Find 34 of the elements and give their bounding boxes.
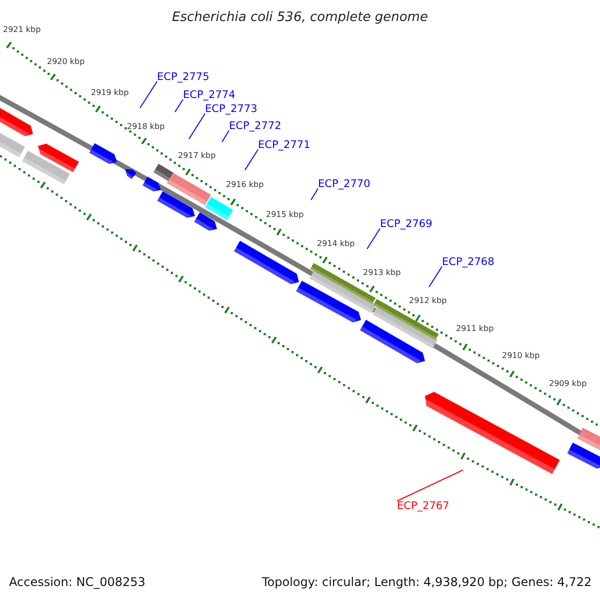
footer-text: Topology: circular; Length: 4,938,920 bp; Genes: 4,722 bbox=[262, 576, 592, 588]
scale-label: 2912 kbp bbox=[409, 297, 447, 305]
scale-label: 2910 kbp bbox=[502, 352, 540, 360]
gene-label: ECP_2769 bbox=[380, 219, 432, 230]
title: Escherichia coli 536, complete genome bbox=[171, 11, 429, 24]
gene-label: ECP_2772 bbox=[229, 121, 282, 132]
gene-label: ECP_2768 bbox=[442, 257, 494, 268]
scale-label: 2909 kbp bbox=[549, 380, 587, 388]
gene-label: ECP_2773 bbox=[205, 104, 258, 114]
leader-line bbox=[174, 99, 184, 112]
scale-label: 2917 kbp bbox=[178, 152, 216, 160]
footer-text: Accession: NC_008253 bbox=[9, 576, 146, 588]
scale-label: 2911 kbp bbox=[456, 325, 494, 333]
scale-label: 2920 kbp bbox=[47, 58, 85, 66]
leader-line bbox=[188, 113, 206, 140]
leader-line bbox=[366, 228, 380, 250]
scale-label: 2918 kbp bbox=[127, 123, 165, 131]
leader-line bbox=[222, 130, 230, 142]
leader-line bbox=[140, 81, 158, 108]
scale-label: 2914 kbp bbox=[317, 240, 355, 248]
leader-line bbox=[396, 470, 464, 502]
scale-label: 2916 kbp bbox=[226, 181, 264, 189]
gene-label: ECP_2767 bbox=[397, 501, 450, 512]
scale-label: 2915 kbp bbox=[266, 211, 304, 219]
leader-line bbox=[244, 149, 258, 170]
leader-line bbox=[310, 188, 318, 200]
gene-label: ECP_2775 bbox=[157, 72, 210, 82]
scale-label: 2919 kbp bbox=[91, 89, 129, 97]
gene-label: ECP_2771 bbox=[258, 140, 310, 150]
gene-label: ECP_2770 bbox=[318, 179, 370, 190]
gene-label: ECP_2774 bbox=[183, 90, 236, 100]
scale-label: 2913 kbp bbox=[363, 269, 401, 277]
leader-line bbox=[428, 266, 442, 288]
scale-label: 2921 kbp bbox=[3, 26, 41, 34]
